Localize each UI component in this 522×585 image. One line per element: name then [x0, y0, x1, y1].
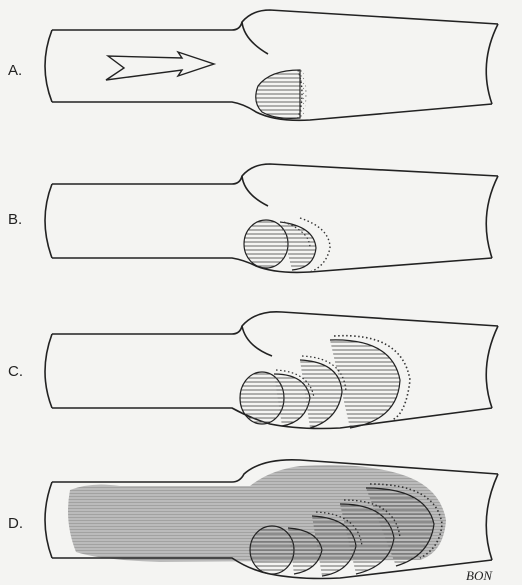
panel-d: D. BON — [8, 460, 498, 583]
vessel-right-end — [486, 474, 498, 560]
panel-b: B. — [8, 164, 498, 272]
panel-label-b: B. — [8, 211, 22, 228]
thrombus-layers — [240, 336, 410, 428]
panel-label-d: D. — [8, 515, 23, 532]
panel-label-c: C. — [8, 363, 23, 380]
vessel-right-end — [486, 24, 498, 104]
thrombus-nidus — [256, 70, 304, 118]
vessel-left-end — [45, 334, 52, 408]
vessel-left-end — [45, 482, 52, 558]
panel-label-a: A. — [8, 62, 22, 79]
valve-cusp-upper — [242, 22, 268, 54]
vessel-left-end — [45, 184, 52, 258]
vessel-right-end — [486, 326, 498, 408]
thrombus-layers — [244, 218, 330, 272]
vessel-upper-wall — [52, 10, 498, 30]
valve-cusp-upper — [242, 326, 272, 356]
panel-a: A. — [8, 10, 498, 120]
vessel-upper-wall — [52, 164, 498, 184]
valve-cusp-upper — [242, 176, 268, 206]
arrow-right-icon — [106, 52, 214, 80]
vessel-left-end — [45, 30, 52, 102]
vessel-upper-wall — [52, 312, 498, 334]
panel-c: C. — [8, 312, 498, 429]
artist-signature: BON — [466, 568, 493, 583]
vessel-right-end — [486, 176, 498, 258]
